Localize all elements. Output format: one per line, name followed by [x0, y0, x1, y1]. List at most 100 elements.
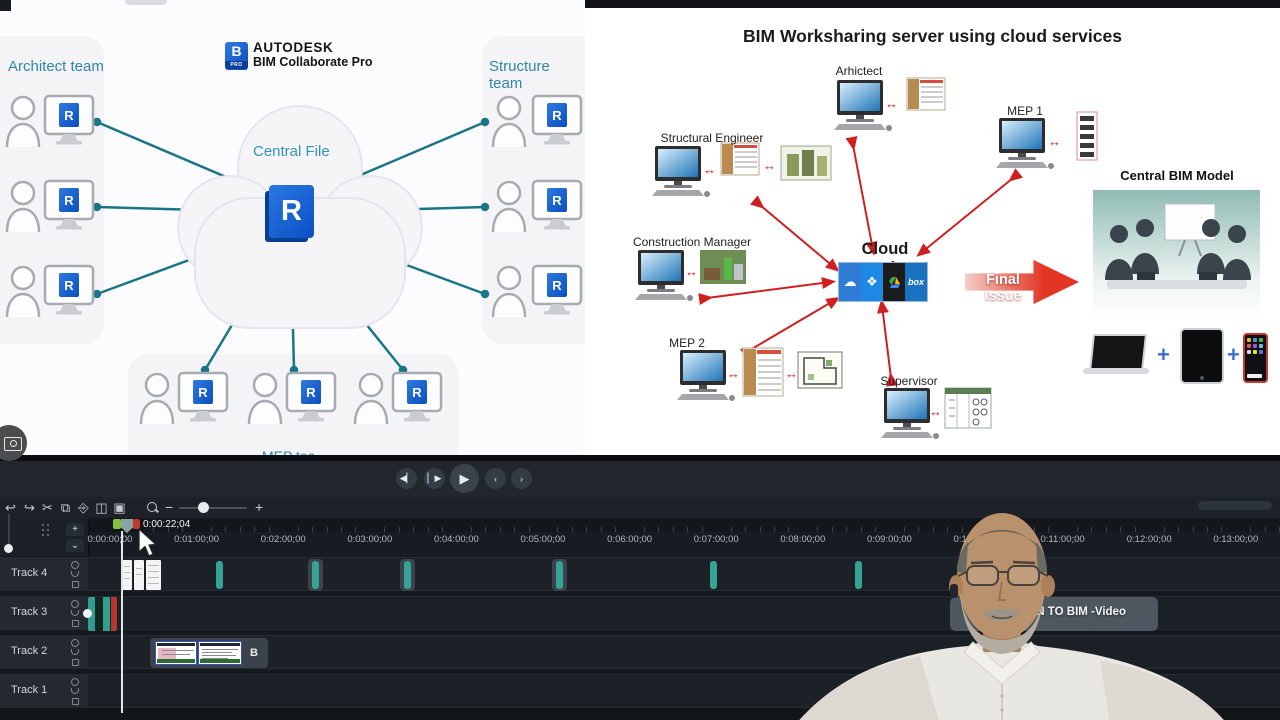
architect-label: Arhictect [835, 64, 883, 78]
ruler-tick-label: 0:05:00;00 [520, 534, 566, 545]
playhead-handle[interactable] [121, 519, 133, 533]
playhead-line[interactable] [121, 531, 123, 713]
clip-thumbnail [155, 641, 197, 665]
track-header-2[interactable]: Track 2 [0, 635, 88, 669]
timeline-marker[interactable] [404, 561, 411, 589]
ruler-minor-tick [398, 527, 400, 532]
eye-icon[interactable] [71, 639, 79, 647]
architect-team-label: Architect team [8, 58, 104, 75]
clip-thumbnail[interactable] [146, 560, 161, 590]
add-track-button[interactable]: + [66, 523, 84, 536]
audio-waveform [1090, 604, 1156, 630]
track-header-3[interactable]: Track 3 [0, 596, 88, 630]
track-header-4[interactable]: Track 4 [0, 557, 88, 591]
track-height-knob[interactable] [4, 544, 13, 553]
autodesk-brand-label: AUTODESK [253, 40, 334, 55]
camera-icon [4, 437, 22, 451]
timeline-scrollbar[interactable] [1198, 501, 1272, 510]
next-frame-button[interactable]: ▏▶ [424, 468, 445, 489]
previous-marker-button[interactable]: ‹ [485, 468, 506, 489]
top-tab-overlay [125, 0, 167, 5]
clip-thumbnail[interactable] [134, 560, 144, 590]
clip-trim-handle[interactable] [83, 609, 92, 618]
eye-icon[interactable] [71, 561, 79, 569]
onedrive-icon: ☁ [839, 263, 861, 301]
ruler-minor-tick [1264, 527, 1266, 532]
record-camera-button[interactable]: ▣ [113, 500, 126, 515]
ruler-minor-tick [759, 527, 761, 532]
arrow-icon: ↔ [1048, 134, 1061, 149]
clip-thumbnail[interactable] [122, 560, 132, 590]
zoom-slider-track[interactable] [179, 507, 247, 509]
track-header-1[interactable]: Track 1 [0, 674, 88, 708]
ruler-minor-tick [961, 527, 963, 532]
arrow-icon: ↔ [929, 404, 942, 419]
ruler-minor-tick [326, 527, 328, 532]
arrow-icon: ↔ [727, 366, 740, 381]
zoom-in-button[interactable]: + [255, 499, 264, 515]
ruler-minor-tick [745, 527, 747, 532]
ruler-tick-label: 0:01:00;00 [174, 534, 220, 545]
ruler-minor-tick [687, 527, 689, 532]
next-marker-button[interactable]: › [511, 468, 532, 489]
track-option-icon[interactable] [72, 620, 79, 627]
construction-manager-label: Construction Manager [632, 235, 752, 249]
selected-clip[interactable] [83, 597, 118, 631]
timeline-marker[interactable] [855, 561, 862, 589]
track-options-icon[interactable] [42, 524, 50, 536]
timeline-marker[interactable] [556, 561, 563, 589]
lock-icon[interactable] [71, 688, 79, 694]
track-row-4[interactable] [88, 557, 1280, 591]
track-option-icon[interactable] [72, 581, 79, 588]
split-button[interactable]: ◫ [95, 500, 108, 515]
ruler-tick-label: 0:11:00;00 [1040, 534, 1085, 545]
lock-icon[interactable] [71, 649, 79, 655]
clip-badge: B [250, 647, 258, 659]
phone-icon [1243, 333, 1268, 383]
playhead-in-marker[interactable] [113, 519, 121, 529]
arrow-icon: ↔ [785, 366, 798, 381]
ruler-minor-tick [1120, 527, 1122, 532]
timeline-marker[interactable] [216, 561, 223, 589]
mep2-label: MEP 2 [669, 336, 705, 350]
structural-engineer-label: Structural Engineer [660, 131, 764, 145]
ruler-minor-tick [427, 527, 429, 532]
clip-name-tooltip: AN TO BIM -Video [950, 597, 1158, 631]
undo-button[interactable]: ↩ [5, 500, 16, 515]
mouse-cursor [138, 528, 158, 557]
ruler-minor-tick [615, 527, 617, 532]
zoom-out-button[interactable]: − [165, 499, 174, 515]
collapse-tracks-button[interactable]: ⌄ [66, 539, 84, 552]
track-option-icon[interactable] [72, 659, 79, 666]
timeline-marker[interactable] [312, 561, 319, 589]
track-row-1[interactable] [88, 674, 1280, 708]
playhead-out-marker[interactable] [133, 519, 140, 529]
ruler-minor-tick [470, 527, 472, 532]
ruler-minor-tick [499, 527, 501, 532]
lock-icon[interactable] [71, 610, 79, 616]
paste-button[interactable]: ⎆ [78, 500, 89, 515]
eye-icon[interactable] [71, 678, 79, 686]
track-option-icon[interactable] [72, 698, 79, 705]
central-bim-model-label: Central BIM Model [1120, 168, 1234, 183]
cut-button[interactable]: ✂ [42, 500, 53, 515]
ruler-tick-label: 0:08:00;00 [780, 534, 826, 545]
track-row-3[interactable]: AN TO BIM -Video [83, 596, 1280, 631]
redo-button[interactable]: ↪ [24, 500, 35, 515]
play-button[interactable]: ▶ [450, 464, 479, 493]
slide-clip[interactable]: B [150, 638, 268, 668]
timeline-marker[interactable] [710, 561, 717, 589]
ruler-minor-tick [644, 527, 646, 532]
copy-button[interactable]: ⧉ [60, 500, 71, 515]
previous-frame-button[interactable]: ◀▏ [396, 468, 417, 489]
track-height-slider[interactable] [8, 514, 10, 550]
worksharing-title: BIM Worksharing server using cloud servi… [743, 26, 1122, 46]
ruler-minor-tick [990, 527, 992, 532]
track-row-2[interactable]: B [88, 635, 1280, 669]
ruler-minor-tick [903, 527, 905, 532]
lock-icon[interactable] [71, 571, 79, 577]
zoom-slider-knob[interactable] [198, 502, 209, 513]
eye-icon[interactable] [71, 600, 79, 608]
zoom-search-icon[interactable] [147, 502, 157, 512]
